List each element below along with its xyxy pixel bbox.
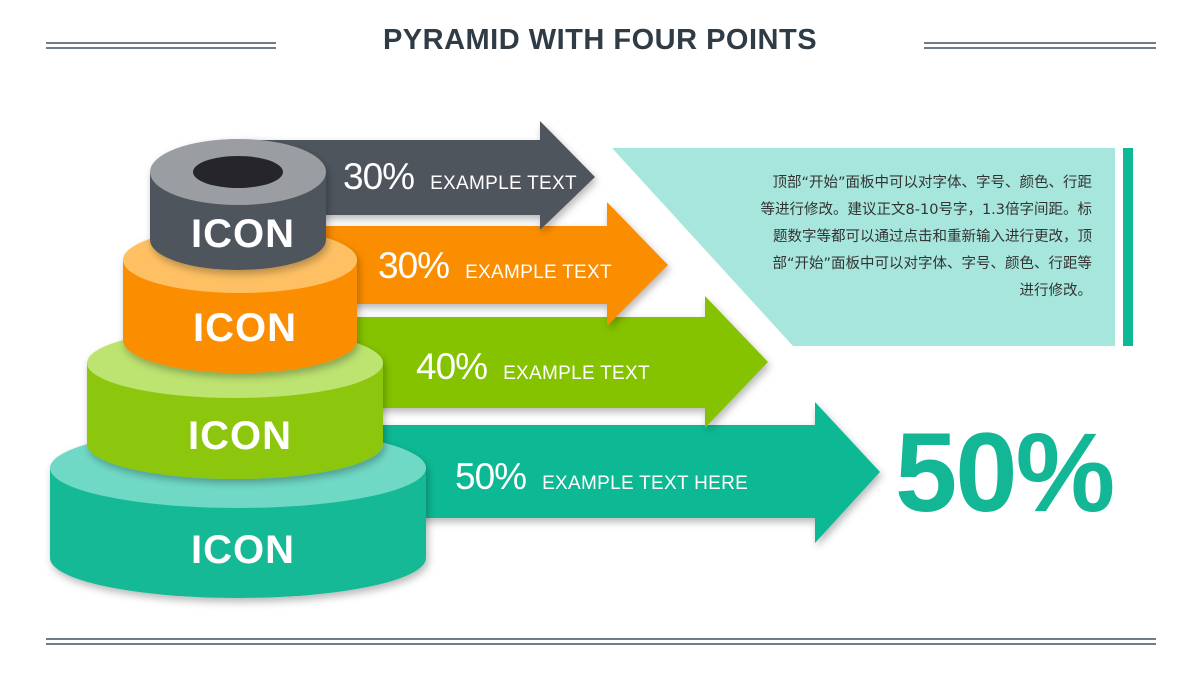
description-panel-accent xyxy=(1123,148,1133,346)
cylinder-tier-1 xyxy=(150,139,326,270)
description-text: 顶部“开始”面板中可以对字体、字号、颜色、行距等进行修改。建议正文8-10号字，… xyxy=(760,175,1092,299)
tier-1-text: EXAMPLE TEXT xyxy=(430,173,577,194)
tier-4-text: EXAMPLE TEXT HERE xyxy=(542,473,749,494)
footer-rule xyxy=(46,638,1156,645)
tier-4-percent: 50% xyxy=(455,456,527,497)
arrow-tier-1 xyxy=(240,121,595,230)
tier-4-arrow-label: 50% EXAMPLE TEXT HERE xyxy=(455,456,748,498)
tier-3-percent: 40% xyxy=(416,346,488,387)
arrow-tier-3 xyxy=(280,296,768,428)
tier-1-icon-label: ICON xyxy=(191,212,295,256)
tier-1-percent: 30% xyxy=(343,156,415,197)
page-title: PYRAMID WITH FOUR POINTS xyxy=(382,24,818,56)
description-panel xyxy=(612,148,1115,346)
tier-3-icon-label: ICON xyxy=(188,414,292,458)
tier-2-arrow-label: 30% EXAMPLE TEXT xyxy=(378,245,612,287)
tier-2-text: EXAMPLE TEXT xyxy=(465,262,612,283)
tier-4-icon-label: ICON xyxy=(191,528,295,572)
arrow-tier-4 xyxy=(300,402,880,543)
tier-3-text: EXAMPLE TEXT xyxy=(503,363,650,384)
tier-2-icon-label: ICON xyxy=(193,306,297,350)
tier-3-arrow-label: 40% EXAMPLE TEXT xyxy=(416,346,650,388)
header-rule-right xyxy=(924,42,1156,49)
tier-2-percent: 30% xyxy=(378,245,450,286)
tier-1-arrow-label: 30% EXAMPLE TEXT xyxy=(343,156,577,198)
header-rule-left xyxy=(46,42,276,49)
arrow-tier-2 xyxy=(260,202,668,326)
highlight-value: 50% xyxy=(895,410,1115,535)
